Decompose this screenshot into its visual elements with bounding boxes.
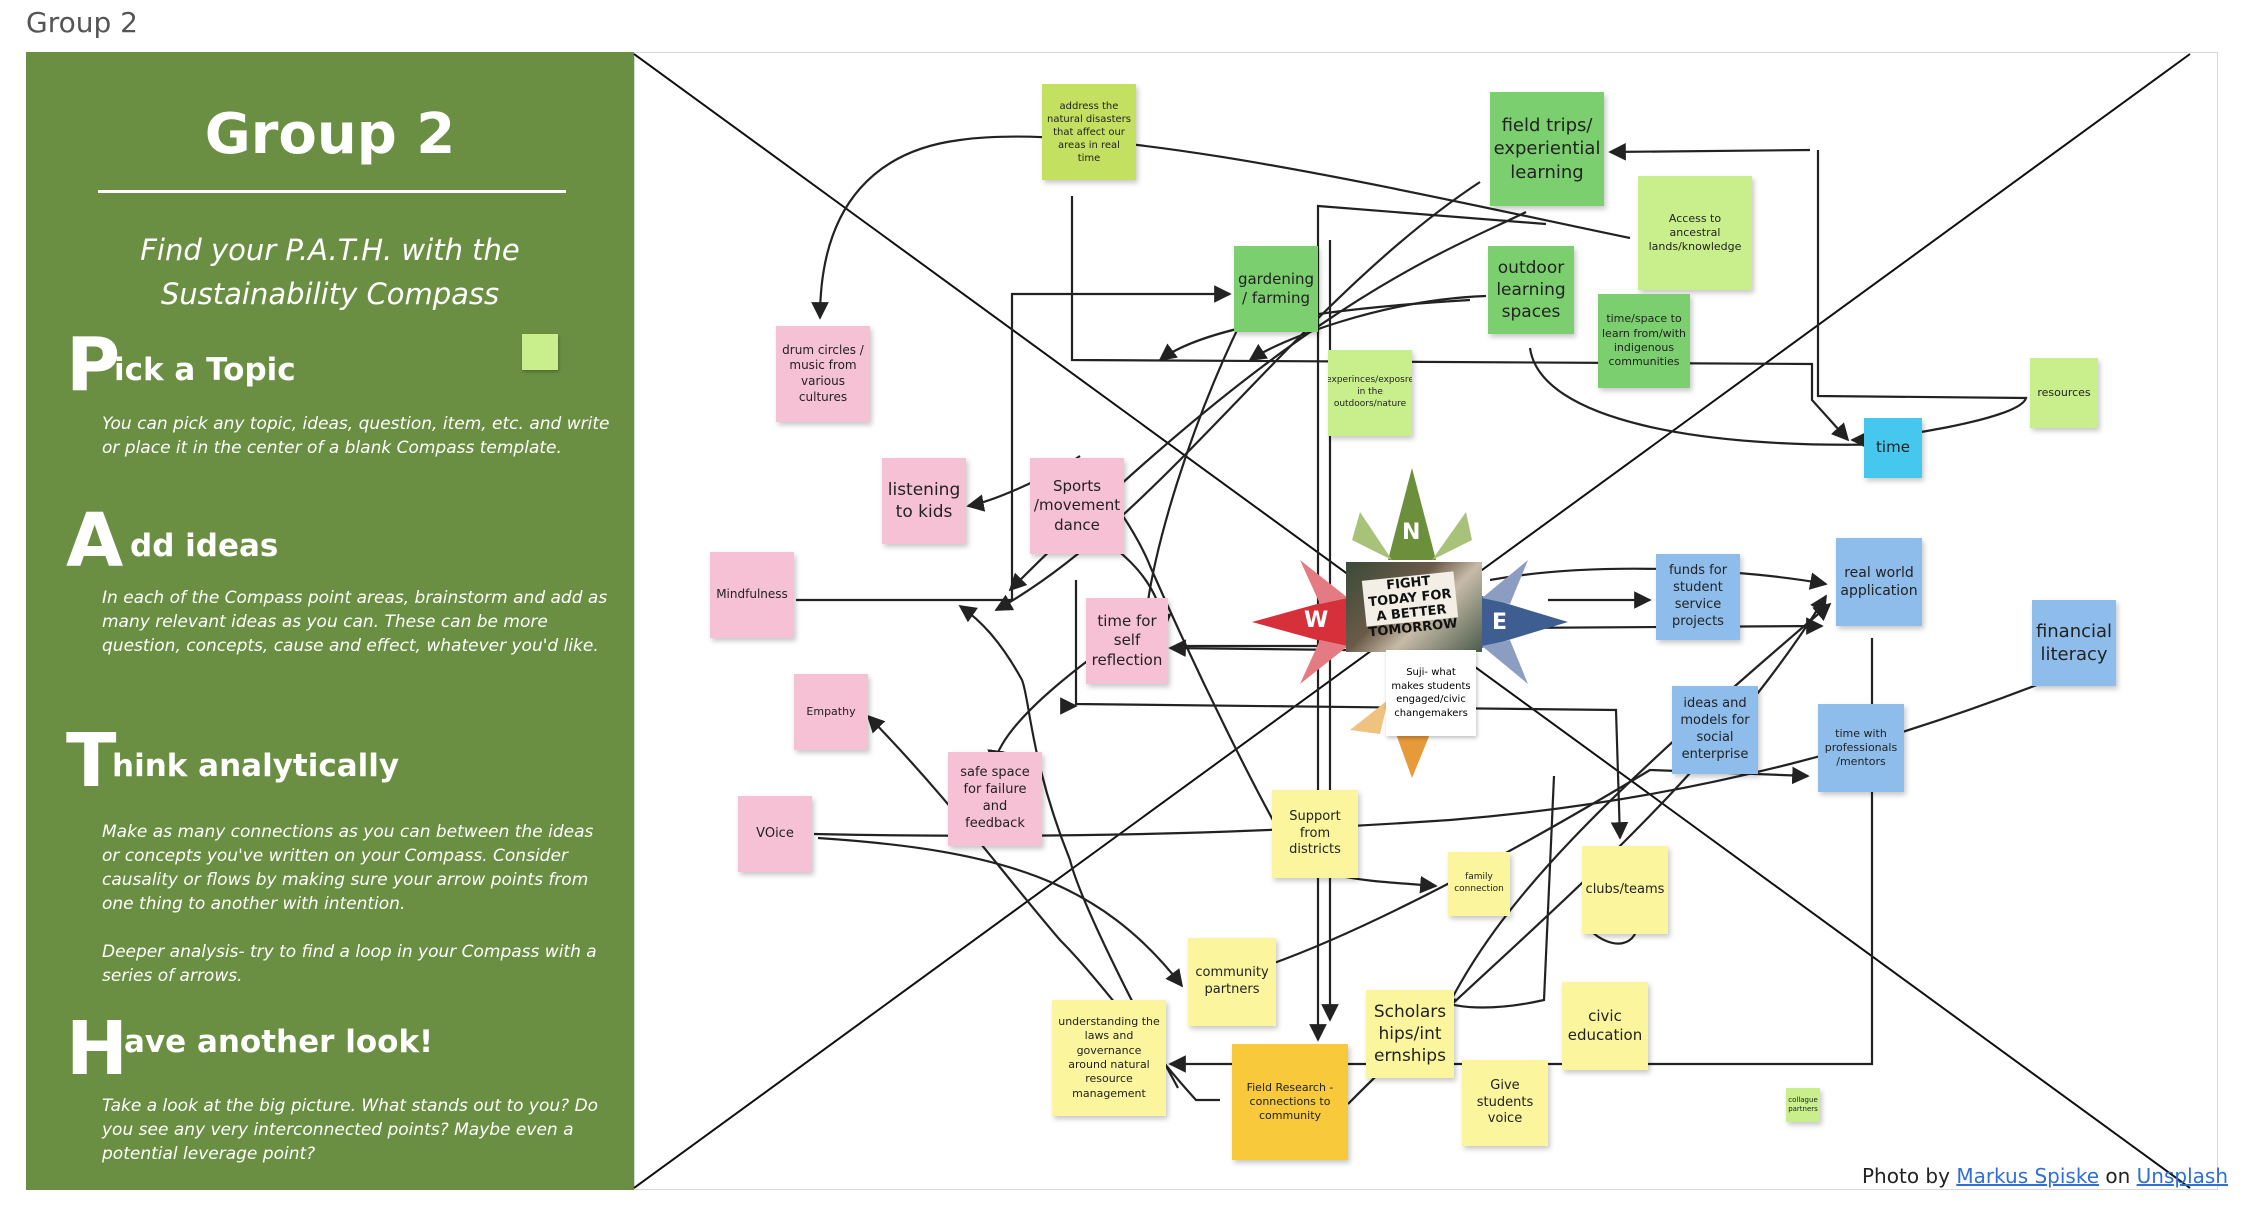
step-letter: T [66, 718, 117, 804]
sticky-note[interactable]: ideas and models for social enterprise [1672, 686, 1758, 774]
frame-label: Group 2 [26, 6, 138, 39]
step-letter: P [66, 322, 121, 408]
connector-arrow [811, 135, 1631, 320]
sticky-note[interactable]: address the natural disasters that affec… [1042, 84, 1136, 180]
step-heading: dd ideas [130, 528, 279, 564]
protest-sign: FIGHT TODAY FOR A BETTER TOMORROW [1361, 571, 1458, 640]
credit-prefix: Photo by [1862, 1164, 1950, 1188]
center-topic-note[interactable]: Suji- what makes students engaged/civic … [1386, 650, 1476, 736]
step-heading: ick a Topic [114, 352, 296, 388]
sticky-note[interactable]: Access to ancestral lands/knowledge [1638, 176, 1752, 290]
connector-arrow [796, 285, 1232, 602]
compass-west-label: W [1304, 608, 1329, 633]
sticky-note[interactable]: experinces/exposre in the outdoors/natur… [1328, 350, 1412, 436]
compass-north-label: N [1402, 520, 1421, 545]
sticky-note[interactable]: clubs/teams [1582, 846, 1668, 934]
connector-arrow [958, 604, 1179, 1089]
sticky-note[interactable]: funds for student service projects [1656, 554, 1740, 640]
connector-arrow [1816, 150, 2028, 449]
sticky-note[interactable]: Give students voice [1462, 1060, 1548, 1146]
center-topic-photo[interactable]: FIGHT TODAY FOR A BETTER TOMORROW [1346, 562, 1482, 652]
sticky-note[interactable]: Empathy [794, 674, 868, 750]
connector-arrow [1608, 143, 1811, 161]
sticky-note[interactable]: gardening / farming [1234, 246, 1318, 332]
sticky-note[interactable]: time/space to learn from/with indigenous… [1598, 294, 1690, 388]
step-letter: A [66, 498, 124, 584]
photo-credit: Photo by Markus Spiske on Unsplash [1862, 1164, 2228, 1188]
connector-arrow [994, 181, 1481, 611]
sticky-note[interactable]: time [1864, 418, 1922, 478]
step-body: In each of the Compass point areas, brai… [102, 588, 608, 656]
credit-site-link[interactable]: Unsplash [2136, 1164, 2228, 1188]
connector-arrow [1074, 580, 1629, 840]
sticky-note[interactable]: collague partners [1786, 1088, 1820, 1122]
sticky-note[interactable]: time for self reflection [1086, 598, 1168, 684]
step-letter: H [66, 1006, 128, 1092]
sticky-note[interactable]: Support from districts [1272, 790, 1358, 878]
connector-arrow [866, 714, 1220, 1102]
step-body: Take a look at the big picture. What sta… [102, 1096, 599, 1164]
sticky-note[interactable]: family connection [1448, 852, 1510, 916]
step-heading: hink analytically [112, 748, 400, 784]
step-body: Make as many connections as you can betw… [102, 822, 597, 986]
sticky-note[interactable]: Scholars hips/int ernships [1366, 990, 1454, 1078]
sticky-note[interactable]: Field Research - connections to communit… [1232, 1044, 1348, 1160]
sample-sticky-note[interactable] [522, 334, 558, 370]
sticky-note[interactable]: drum circles / music from various cultur… [776, 326, 870, 422]
connector-arrow [1008, 211, 1527, 592]
sticky-note[interactable]: Mindfulness [710, 552, 794, 638]
sticky-note[interactable]: outdoor learning spaces [1488, 246, 1574, 334]
sticky-note[interactable]: financial literacy [2032, 600, 2116, 686]
panel-subtitle: Find your P.A.T.H. with the Sustainabili… [140, 233, 520, 311]
connector-arrow [817, 836, 1184, 988]
sticky-note[interactable]: safe space for failure and feedback [948, 752, 1042, 846]
sticky-note[interactable]: understanding the laws and governance ar… [1052, 1000, 1166, 1116]
sticky-note[interactable]: resources [2030, 358, 2098, 428]
sticky-note[interactable]: field trips/ experiential learning [1490, 92, 1604, 206]
connector-arrow [1443, 602, 1832, 1015]
connector-arrow [1309, 204, 1547, 1042]
credit-author-link[interactable]: Markus Spiske [1956, 1164, 2100, 1188]
sticky-note[interactable]: community partners [1188, 938, 1276, 1026]
connector-arrow [1248, 294, 1487, 361]
step-heading: ave another look! [124, 1024, 434, 1060]
sticky-note[interactable]: listening to kids [882, 458, 966, 544]
step-body: You can pick any topic, ideas, question,… [102, 414, 610, 458]
connector-arrow [1528, 347, 1896, 454]
sticky-note[interactable]: time with professionals /mentors [1818, 704, 1904, 792]
credit-middle: on [2105, 1164, 2131, 1188]
sticky-note[interactable]: civic education [1562, 982, 1648, 1070]
sticky-note[interactable]: Sports /movement dance [1030, 458, 1124, 554]
sticky-note[interactable]: real world application [1836, 538, 1922, 626]
instructions-panel: Group 2 Find your P.A.T.H. with the Sust… [26, 52, 634, 1190]
sticky-note[interactable]: VOice [738, 796, 812, 872]
title-divider [98, 190, 566, 193]
panel-title: Group 2 [204, 102, 456, 167]
connector-arrow [1070, 196, 1850, 442]
compass-east-label: E [1492, 610, 1508, 635]
